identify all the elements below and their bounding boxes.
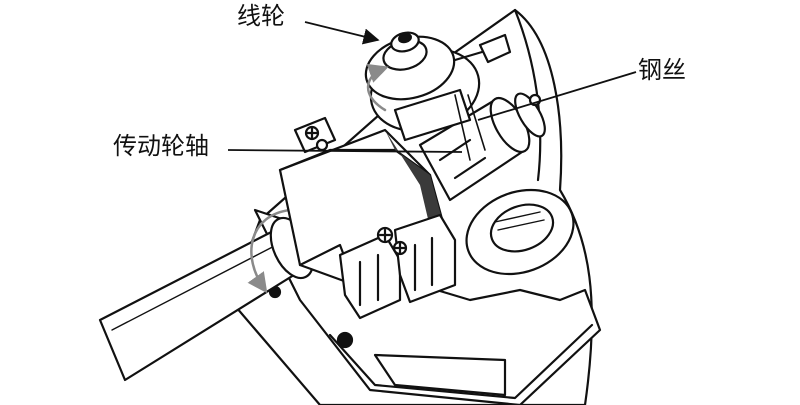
base-bracket-lip <box>328 323 594 400</box>
reel-nut-hole <box>398 32 412 44</box>
upper-right-bracket <box>478 33 512 64</box>
wire-leader <box>477 71 637 121</box>
clamp-block <box>393 213 457 304</box>
steel-wire <box>454 94 486 161</box>
reel-leader <box>304 21 380 45</box>
shaft-leader <box>227 149 463 153</box>
callout-drive-shaft: 传动轮轴 <box>113 132 209 160</box>
reel-hub <box>393 88 472 142</box>
wall-edge <box>513 8 542 182</box>
ear-screw <box>315 138 329 152</box>
callout-steel-wire: 钢丝 <box>638 56 686 84</box>
callout-reel: 线轮 <box>237 2 285 30</box>
shaft-ring <box>438 138 487 180</box>
gearbox-side-shadow <box>385 130 445 236</box>
ring-washer-inner <box>489 203 555 253</box>
ring-washer-shade <box>494 211 545 231</box>
drive-tube-hilite <box>111 239 287 331</box>
shaft-end-cap <box>514 92 546 138</box>
base-slot <box>373 353 507 397</box>
tube-rotation-arrow <box>247 208 292 294</box>
base-bolt-hole <box>336 331 354 349</box>
reel-rotation-arrow <box>366 63 389 112</box>
